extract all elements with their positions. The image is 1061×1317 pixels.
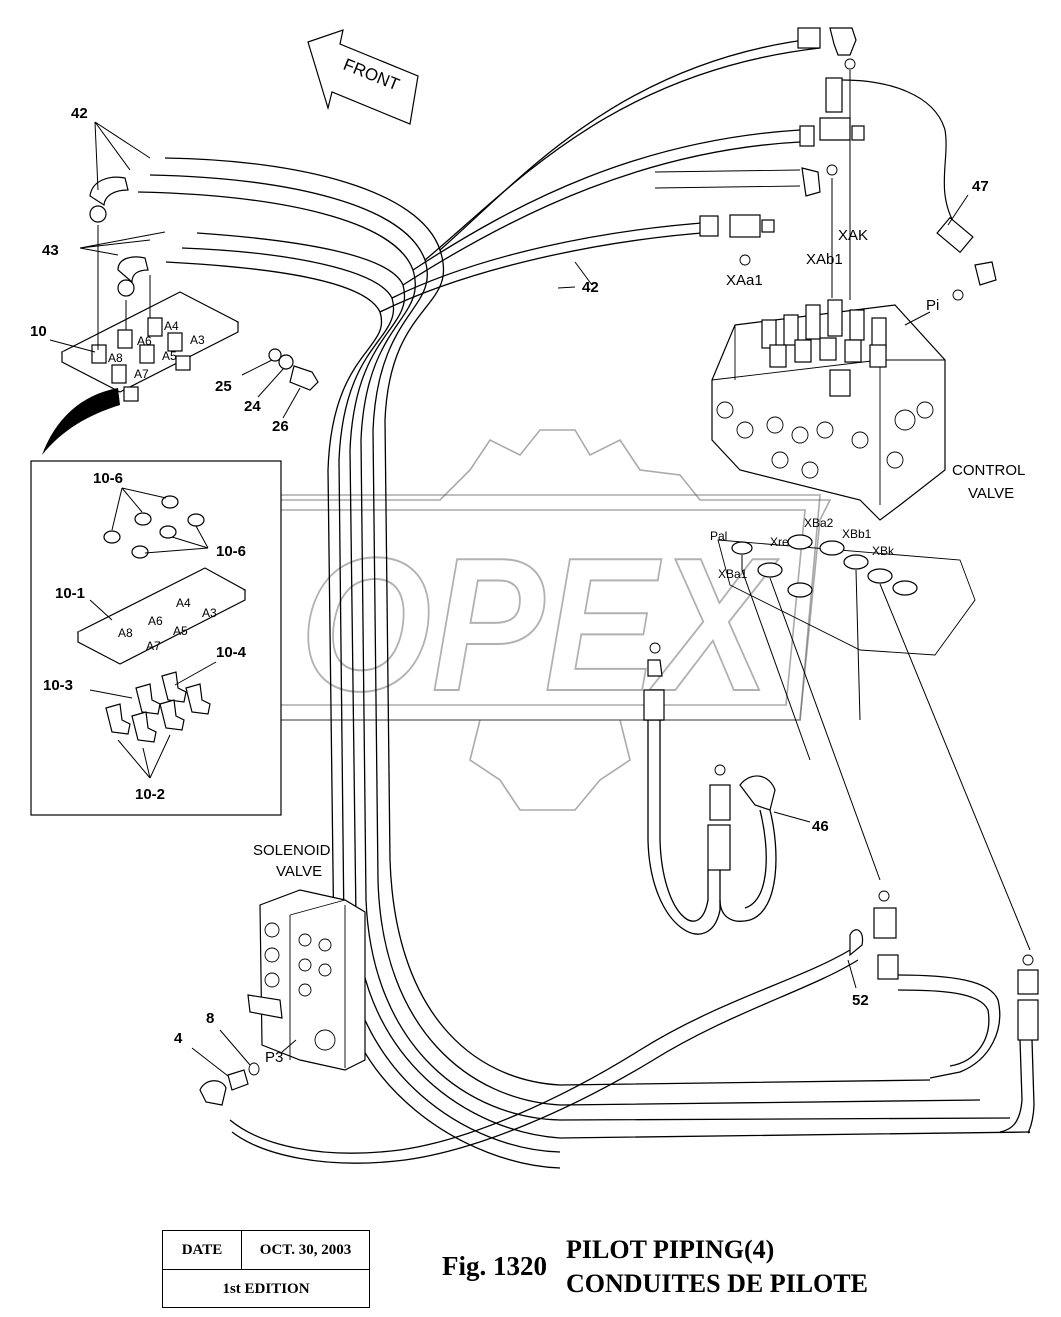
elbows-10-2 xyxy=(105,671,211,743)
detail-port-a3: A3 xyxy=(202,606,217,620)
manifold-detail-box: A4 A3 A6 A5 A8 A7 xyxy=(30,460,282,816)
port-xaa1: XAa1 xyxy=(726,272,763,289)
date-label: DATE xyxy=(163,1231,242,1269)
hose-bundle-42 xyxy=(137,37,1031,1169)
port-xre: Xre xyxy=(770,535,789,549)
solenoid-valve-label-2: VALVE xyxy=(276,863,322,880)
callout-10-6-right: 10-6 xyxy=(216,543,246,560)
figure-number: Fig. 1320 xyxy=(442,1251,547,1281)
lower-hoses xyxy=(229,642,1039,1164)
callout-42-top: 42 xyxy=(71,105,88,122)
detail-port-a7: A7 xyxy=(146,639,161,653)
port-xba1: XBa1 xyxy=(718,567,748,581)
port-xba2: XBa2 xyxy=(804,516,834,530)
port-xbb1: XBb1 xyxy=(842,527,872,541)
valve-spools xyxy=(761,299,887,397)
callout-26: 26 xyxy=(272,418,289,435)
port-a8: A8 xyxy=(108,351,123,365)
callout-10-4: 10-4 xyxy=(216,644,247,661)
detail-port-a6: A6 xyxy=(148,614,163,628)
callout-10-1: 10-1 xyxy=(55,585,85,602)
callout-10: 10 xyxy=(30,323,47,340)
callout-10-2: 10-2 xyxy=(135,786,165,803)
edition-stamp: DATE OCT. 30, 2003 1st EDITION xyxy=(162,1230,370,1308)
port-xbk: XBk xyxy=(872,544,895,558)
control-valve: Pi XAK XAb1 XAa1 CONTROL VALVE xyxy=(711,227,1025,521)
port-a6: A6 xyxy=(137,334,152,348)
leader-lines xyxy=(49,121,969,419)
callout-25: 25 xyxy=(215,378,232,395)
manifold-fittings xyxy=(91,317,191,402)
callout-10-6-top: 10-6 xyxy=(93,470,123,487)
callout-42-right: 42 xyxy=(582,279,599,296)
nuts-10-6 xyxy=(103,495,205,559)
callout-46: 46 xyxy=(812,818,829,835)
detail-port-a8: A8 xyxy=(118,626,133,640)
port-pi: Pi xyxy=(926,297,939,314)
detail-port-a4: A4 xyxy=(176,596,191,610)
detail-arrow xyxy=(42,388,120,455)
callout-8: 8 xyxy=(206,1010,214,1027)
figure-title-fr: CONDUITES DE PILOTE xyxy=(566,1269,868,1298)
callout-52: 52 xyxy=(852,992,869,1009)
callout-47: 47 xyxy=(972,178,989,195)
pilot-manifold: A4 A3 A6 A5 A8 A7 xyxy=(60,176,319,402)
control-valve-label-2: VALVE xyxy=(968,485,1014,502)
port-a7: A7 xyxy=(134,367,149,381)
callout-4: 4 xyxy=(174,1030,183,1047)
detail-port-a5: A5 xyxy=(173,624,188,638)
callout-24: 24 xyxy=(244,398,261,415)
port-xab1: XAb1 xyxy=(806,251,843,268)
valve-ports xyxy=(716,401,934,479)
watermark-text: OPEX xyxy=(300,519,779,731)
solenoid-valve-label-1: SOLENOID xyxy=(253,842,331,859)
callout-43: 43 xyxy=(42,242,59,259)
port-pal: Pal xyxy=(710,529,727,543)
valve-port-plate: Pal Xre XBa2 XBb1 XBk XBa1 xyxy=(710,516,1031,951)
port-a5: A5 xyxy=(162,349,177,363)
port-p3: P3 xyxy=(265,1049,283,1066)
callout-10-3: 10-3 xyxy=(43,677,73,694)
control-valve-label-1: CONTROL xyxy=(952,462,1025,479)
port-a4: A4 xyxy=(164,319,179,333)
hose-end-fittings xyxy=(654,27,997,301)
opex-watermark: OPEX xyxy=(214,429,832,811)
figure-title: PILOT PIPING(4) CONDUITES DE PILOTE xyxy=(566,1233,868,1301)
part-number-callouts: 42 42 43 10 25 24 26 47 46 52 4 8 10-6 1… xyxy=(30,105,989,1047)
figure-title-en: PILOT PIPING(4) xyxy=(566,1235,775,1264)
port-xak: XAK xyxy=(838,227,868,244)
solenoid-valve: SOLENOID VALVE P3 xyxy=(191,842,366,1106)
date-value: OCT. 30, 2003 xyxy=(259,1241,352,1258)
port-a3: A3 xyxy=(190,333,205,347)
front-arrow: FRONT xyxy=(307,29,419,125)
edition-label: 1st EDITION xyxy=(222,1280,310,1297)
